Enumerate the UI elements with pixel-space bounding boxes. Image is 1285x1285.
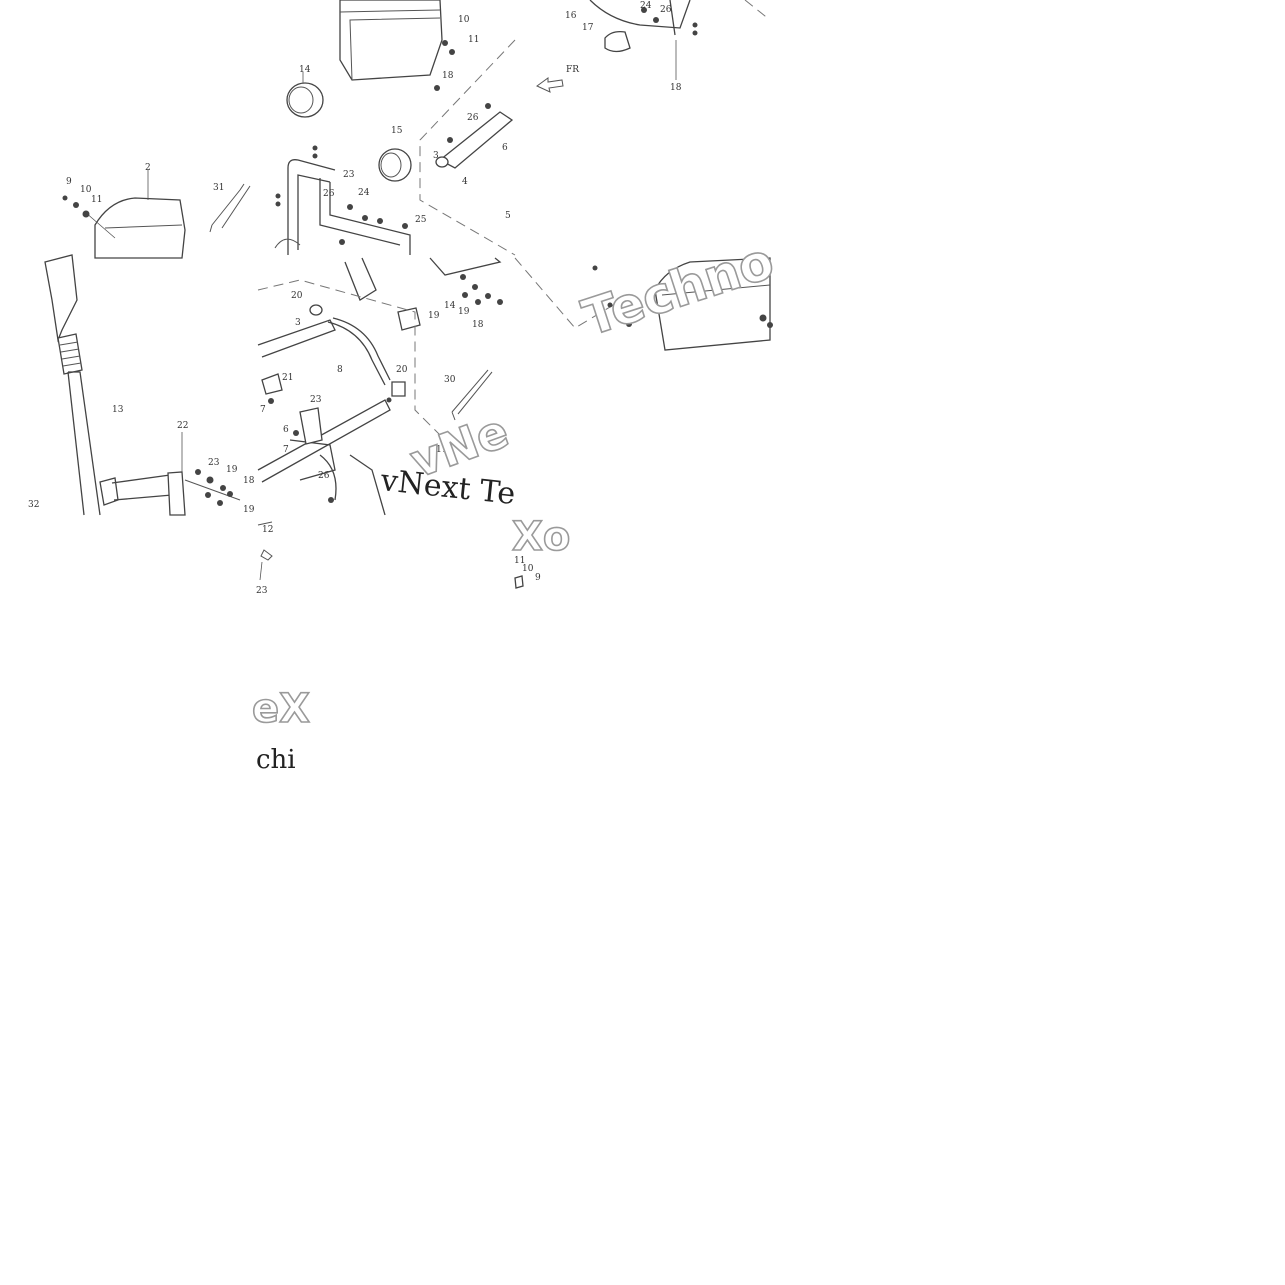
callout-15c: 19 <box>458 307 470 317</box>
callout-26d: 23 <box>256 586 268 596</box>
callout-25: 22 <box>177 421 188 431</box>
callout-18: 15 <box>391 126 403 136</box>
callout-10d: 10 <box>522 564 534 574</box>
headlight-right <box>378 148 412 182</box>
callout-11: 11 <box>468 35 479 45</box>
pivot-bracket <box>299 407 323 445</box>
mount-arm <box>438 111 514 169</box>
headlight-left <box>286 82 324 118</box>
callout-23: 20 <box>291 291 303 301</box>
tile-top-right: 16 17 18 24 26 FR <box>536 0 771 93</box>
callout-30: 30 <box>444 375 456 385</box>
callout-19b: 26 <box>467 113 479 123</box>
callout-5: 5 <box>505 211 511 221</box>
tile-left-upper: 2 9 10 11 31 <box>62 163 251 259</box>
callout-12: 12 <box>262 525 273 535</box>
callout-3: 3 <box>433 151 439 161</box>
tile-lower-fragments: 12 23 11 10 9 <box>256 521 541 596</box>
callout-28: 25 <box>415 215 427 225</box>
callout-11c: 11 <box>436 445 447 455</box>
callout-15: 19 <box>226 465 238 475</box>
tile-right <box>592 257 773 351</box>
callout-16: 14 <box>444 301 456 311</box>
bolt-clip <box>257 521 273 561</box>
frame-loop <box>589 0 691 29</box>
callout-4: 4 <box>462 177 468 187</box>
cross-member <box>257 399 391 483</box>
callout-9b: 9 <box>535 573 541 583</box>
wire-harness <box>209 183 251 233</box>
callout-15b: 19 <box>243 505 255 515</box>
direction-arrow <box>536 77 564 93</box>
callout-21: 18 <box>442 71 454 81</box>
callout-22: 19 <box>428 311 440 321</box>
tile-left-lower: 13 22 23 19 18 19 32 <box>28 254 255 516</box>
callout-10: 10 <box>458 15 470 25</box>
direction-label: FR <box>566 65 579 75</box>
callout-6: 6 <box>502 143 508 153</box>
callout-10b: 10 <box>80 185 92 195</box>
small-bracket <box>514 575 524 589</box>
relay-block <box>397 307 421 331</box>
callout-2: 2 <box>145 163 151 173</box>
callout-8: 8 <box>337 365 343 375</box>
callout-26: 23 <box>343 170 355 180</box>
callout-31: 31 <box>213 183 224 193</box>
callout-26b: 23 <box>208 458 220 468</box>
callout-23b: 20 <box>396 365 408 375</box>
column-bracket <box>167 471 186 516</box>
callout-27b: 24 <box>640 1 652 11</box>
callout-7b: 7 <box>260 405 266 415</box>
callout-3b: 3 <box>295 318 301 328</box>
callout-21b: 18 <box>670 83 682 93</box>
steering-shaft <box>67 371 85 516</box>
watermark-xo: Xo <box>512 514 570 560</box>
callout-7: 7 <box>283 445 289 455</box>
steering-column-top <box>44 254 78 343</box>
watermark-chi: chi <box>256 745 296 775</box>
callout-29c: 26 <box>318 471 330 481</box>
callout-27: 24 <box>358 188 370 198</box>
callout-29: 26 <box>323 189 335 199</box>
bumper-frame <box>287 159 336 255</box>
watermark-vnext-te: vNext Te <box>378 463 517 512</box>
callout-20: 17 <box>582 23 594 33</box>
coupler <box>604 30 631 53</box>
callout-11b: 11 <box>91 195 102 205</box>
brace-rod <box>327 321 386 386</box>
callout-24: 21 <box>282 373 293 383</box>
callout-29b: 26 <box>660 5 672 15</box>
callout-19: 16 <box>565 11 577 21</box>
watermark-ex: eX <box>252 686 310 732</box>
callout-14: 18 <box>243 476 255 486</box>
frame-upright <box>344 257 377 301</box>
callout-26c: 23 <box>310 395 322 405</box>
callout-9: 9 <box>66 177 72 187</box>
callout-11d: 11 <box>514 556 525 566</box>
callout-6b: 6 <box>283 425 289 435</box>
steering-spline <box>57 333 83 375</box>
tile-center: 20 20 19 14 19 18 21 8 30 23 6 7 26 3 7 … <box>257 257 626 516</box>
callout-13: 13 <box>112 405 124 415</box>
storage-box-left <box>94 197 186 259</box>
storage-box-right <box>654 257 771 351</box>
tile-top-center: 14 15 23 24 25 26 10 11 18 26 3 4 6 5 <box>274 0 516 256</box>
callout-32: 32 <box>28 500 39 510</box>
callout-14b: 18 <box>472 320 484 330</box>
callout-17: 14 <box>299 65 311 75</box>
